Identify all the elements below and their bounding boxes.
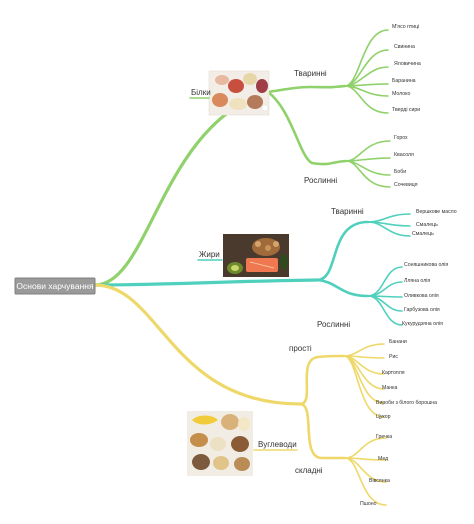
list-item[interactable]: Вироби з білого борошна <box>376 400 437 406</box>
list-item[interactable]: Гарбузова олія <box>404 307 440 313</box>
list-item[interactable]: Смалець <box>416 222 438 228</box>
list-item[interactable]: Боби <box>394 169 406 175</box>
list-item[interactable]: Лляна олія <box>404 278 430 284</box>
list-item[interactable]: Соняшникова олія <box>404 262 448 268</box>
carbs-label[interactable]: Вуглеводи <box>258 440 297 449</box>
proteins-animal-label[interactable]: Тваринні <box>294 69 327 78</box>
list-item[interactable]: Кукурудзяна олія <box>402 321 443 327</box>
list-item[interactable]: Гречка <box>376 434 392 440</box>
fats-image <box>223 234 289 277</box>
list-item[interactable]: Молоко <box>392 91 410 97</box>
list-item[interactable]: Манка <box>382 385 398 391</box>
list-item[interactable]: Тверді сири <box>392 107 420 113</box>
list-item[interactable]: Оливкова олія <box>404 293 439 299</box>
list-item[interactable]: Смалець <box>412 231 434 237</box>
connector-lines <box>93 29 411 506</box>
list-item[interactable]: Цукор <box>376 414 391 420</box>
fats-plant-items: Соняшникова олія Лляна олія Оливкова олі… <box>402 262 448 327</box>
carbs-simple-items: Банани Рис Картопля Манка Вироби з білог… <box>376 339 437 420</box>
carbs-complex-label[interactable]: складні <box>295 466 323 475</box>
list-item[interactable]: Картопля <box>382 370 405 376</box>
list-item[interactable]: Горох <box>394 135 408 141</box>
root-node[interactable]: Основи харчування <box>14 277 96 295</box>
proteins-image <box>208 70 270 116</box>
carbs-image <box>187 411 253 476</box>
fats-plant-label[interactable]: Рослинні <box>317 320 350 329</box>
fats-animal-label[interactable]: Тваринні <box>331 207 364 216</box>
root-label: Основи харчування <box>16 281 94 291</box>
carbs-complex-items: Гречка Мед Вівсянка Пшоно <box>360 434 392 507</box>
list-item[interactable]: Банани <box>389 339 407 345</box>
list-item[interactable]: Свинина <box>394 44 415 50</box>
list-item[interactable]: Рис <box>389 354 398 360</box>
list-item[interactable]: Квасоля <box>394 152 414 158</box>
proteins-plant-items: Горох Квасоля Боби Сочевиця <box>394 135 418 188</box>
list-item[interactable]: Пшоно <box>360 501 377 507</box>
carbs-simple-label[interactable]: прості <box>289 344 312 353</box>
list-item[interactable]: Яловичина <box>394 61 421 67</box>
proteins-plant-label[interactable]: Рослинні <box>304 176 337 185</box>
proteins-animal-items: М'ясо птиці Свинина Яловичина Баранина М… <box>392 24 421 113</box>
list-item[interactable]: Вершкове масло <box>416 209 457 215</box>
list-item[interactable]: Баранина <box>392 78 416 84</box>
list-item[interactable]: Сочевиця <box>394 182 418 188</box>
list-item[interactable]: Вівсянка <box>369 478 390 484</box>
list-item[interactable]: М'ясо птиці <box>392 24 419 30</box>
proteins-label[interactable]: Білки <box>191 88 211 97</box>
fats-label[interactable]: Жири <box>199 250 220 259</box>
fats-animal-items: Вершкове масло Смалець Смалець <box>412 209 457 237</box>
list-item[interactable]: Мед <box>378 456 388 462</box>
